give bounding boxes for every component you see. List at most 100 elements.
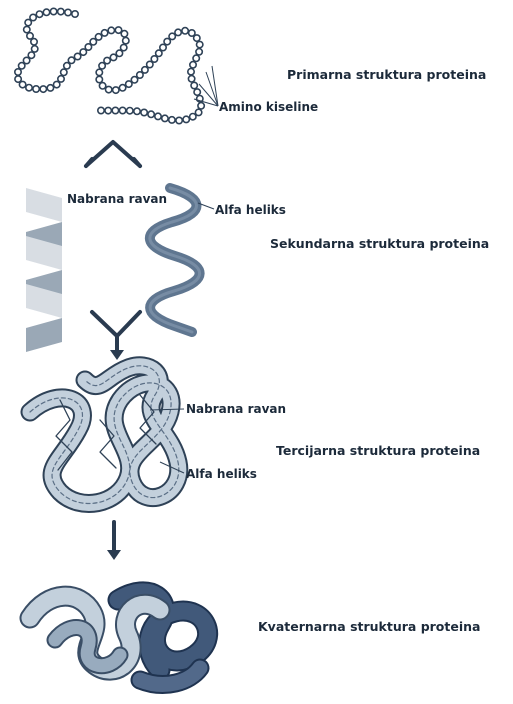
- amino-acid-bead: [151, 56, 157, 62]
- amino-acid-bead: [142, 67, 148, 73]
- quaternary-structure-shape: [30, 592, 208, 685]
- amino-acid-bead: [108, 27, 114, 33]
- amino-acid-bead: [33, 86, 39, 92]
- amino-acid-bead: [113, 87, 119, 93]
- amino-acid-bead: [196, 49, 202, 55]
- tertiary-structure-title: Tercijarna struktura proteina: [276, 443, 480, 458]
- amino-acid-bead: [134, 108, 140, 114]
- amino-acid-bead: [99, 63, 105, 69]
- amino-acid-bead: [19, 63, 25, 69]
- amino-acid-bead: [90, 39, 96, 45]
- amino-acid-bead: [121, 44, 127, 50]
- amino-acid-bead: [119, 85, 125, 91]
- down-arrow: [107, 522, 121, 560]
- amino-acid-bead: [31, 39, 37, 45]
- amino-acid-bead: [197, 41, 203, 47]
- amino-acid-bead: [24, 26, 30, 32]
- amino-acid-bead: [175, 29, 181, 35]
- amino-acid-bead: [99, 83, 105, 89]
- amino-acid-bead: [26, 85, 32, 91]
- amino-acid-bead: [156, 50, 162, 56]
- amino-acids-label: Amino kiseline: [219, 100, 318, 114]
- amino-acid-bead: [32, 46, 38, 52]
- amino-acid-bead: [176, 117, 182, 123]
- amino-acid-bead: [40, 86, 46, 92]
- amino-acid-bead: [194, 35, 200, 41]
- merge-arrowhead: [110, 350, 124, 360]
- amino-acid-bead: [119, 107, 125, 113]
- amino-acid-bead: [121, 31, 127, 37]
- amino-acid-bead: [116, 50, 122, 56]
- amino-acid-bead: [131, 77, 137, 83]
- amino-acid-bead: [27, 33, 33, 39]
- amino-acid-bead: [188, 76, 194, 82]
- amino-acid-bead: [68, 57, 74, 63]
- amino-acid-bead: [148, 111, 154, 117]
- secondary-structure-title: Sekundarna struktura proteina: [270, 236, 489, 251]
- amino-acid-bead: [123, 38, 129, 44]
- quaternary-structure-title: Kvaternarna struktura proteina: [258, 619, 480, 634]
- amino-acid-bead: [169, 117, 175, 123]
- amino-acid-bead: [164, 38, 170, 44]
- amino-acid-bead: [127, 108, 133, 114]
- amino-acid-bead: [190, 62, 196, 68]
- amino-acid-bead: [19, 81, 25, 87]
- amino-acid-bead: [198, 103, 204, 109]
- alpha-helix-label-secondary: Alfa heliks: [215, 203, 286, 217]
- amino-acid-bead: [54, 81, 60, 87]
- amino-acid-bead: [194, 89, 200, 95]
- amino-acid-bead: [23, 57, 29, 63]
- amino-acid-bead: [64, 63, 70, 69]
- amino-acid-bead: [191, 82, 197, 88]
- merge-arrow: [92, 312, 140, 352]
- amino-acid-bead: [106, 86, 112, 92]
- amino-acid-bead: [104, 57, 110, 63]
- amino-acid-bead: [141, 109, 147, 115]
- amino-acid-bead: [61, 69, 67, 75]
- amino-acid-bead: [65, 9, 71, 15]
- amino-acid-bead: [98, 107, 104, 113]
- pleated-sheet-label-tertiary: Nabrana ravan: [186, 402, 286, 416]
- alpha-helix-label-tertiary: Alfa heliks: [186, 467, 257, 481]
- amino-acid-bead: [96, 69, 102, 75]
- amino-acid-bead: [105, 107, 111, 113]
- amino-acid-bead: [15, 69, 21, 75]
- amino-acid-bead: [43, 9, 49, 15]
- pleated-sheet-label-secondary: Nabrana ravan: [67, 192, 167, 206]
- amino-acid-bead: [155, 113, 161, 119]
- amino-acid-bead: [74, 53, 80, 59]
- amino-acid-bead: [95, 34, 101, 40]
- amino-acid-bead: [147, 61, 153, 67]
- pleated-sheet-shape: [26, 188, 62, 352]
- amino-acid-bead: [112, 107, 118, 113]
- amino-acid-bead: [188, 69, 194, 75]
- split-arrow: [86, 142, 140, 166]
- primary-structure-bead-chain: [15, 8, 205, 123]
- alpha-helix-shape: [150, 188, 200, 332]
- amino-acid-bead: [36, 11, 42, 17]
- amino-acid-bead: [110, 54, 116, 60]
- amino-acid-bead: [50, 8, 56, 14]
- pleated-sheet-segment: [26, 318, 62, 352]
- amino-acid-bead: [58, 8, 64, 14]
- amino-acid-bead: [169, 33, 175, 39]
- amino-acid-bead: [47, 85, 53, 91]
- amino-acid-bead: [182, 28, 188, 34]
- amino-acid-bead: [25, 19, 31, 25]
- amino-acid-bead: [80, 49, 86, 55]
- amino-acid-bead: [193, 55, 199, 61]
- amino-acid-bead: [190, 114, 196, 120]
- tertiary-structure-shape: [30, 366, 179, 504]
- amino-acid-bead: [58, 76, 64, 82]
- amino-acid-bead: [183, 116, 189, 122]
- pleated-sheet-segment: [26, 188, 62, 222]
- amino-acid-bead: [96, 76, 102, 82]
- primary-structure-title: Primarna struktura proteina: [287, 67, 486, 82]
- amino-acid-bead: [160, 44, 166, 50]
- amino-acid-bead: [162, 115, 168, 121]
- amino-acid-bead: [101, 30, 107, 36]
- amino-acid-bead: [126, 81, 132, 87]
- amino-acid-bead: [195, 109, 201, 115]
- amino-acid-bead: [72, 11, 78, 17]
